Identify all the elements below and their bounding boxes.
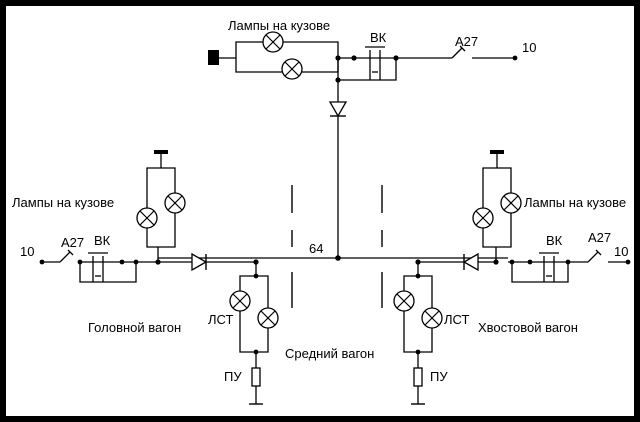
label-tail-car: Хвостовой вагон (478, 320, 578, 335)
left-circuit (39, 150, 279, 405)
top-lamp-1-icon (262, 31, 284, 53)
right-lamp-1-icon (472, 207, 494, 229)
top-ground-symbol (208, 50, 219, 65)
label-a27-top: А27 (455, 34, 478, 49)
right-lst-lamp-1-icon (393, 290, 415, 312)
label-a27-left: А27 (61, 235, 84, 250)
label-head-car: Головной вагон (88, 320, 181, 335)
label-a27-right: А27 (588, 230, 611, 245)
label-vk-right: ВК (546, 233, 563, 248)
label-vk-top: ВК (370, 30, 387, 45)
left-diode-icon (191, 252, 208, 272)
label-lamps-body-top: Лампы на кузове (228, 18, 330, 33)
left-ground-cap (154, 150, 168, 154)
diagram-canvas: Лампы на кузове ВК А27 10 Лампы на кузов… (6, 6, 634, 416)
right-circuit (393, 150, 631, 405)
label-wire-10-right: 10 (614, 244, 628, 259)
circuit-diagram: Лампы на кузове ВК А27 10 Лампы на кузов… (12, 18, 631, 405)
label-vk-left: ВК (94, 233, 111, 248)
left-pu-resistor-icon (251, 367, 261, 387)
label-lamps-body-right: Лампы на кузове (524, 195, 626, 210)
label-lst-right: ЛСТ (444, 312, 469, 327)
top-diode-icon (328, 101, 348, 118)
top-circuit (208, 31, 518, 258)
right-ground-cap (490, 150, 504, 154)
label-bus-64: 64 (309, 241, 323, 256)
top-lamp-2-icon (281, 58, 303, 80)
right-lamp-2-icon (500, 192, 522, 214)
label-wire-10-left: 10 (20, 244, 34, 259)
label-pu-left: ПУ (224, 369, 242, 384)
car-separators (291, 185, 383, 308)
label-wire-10-top: 10 (522, 40, 536, 55)
right-diode-icon (462, 252, 479, 272)
label-middle-car: Средний вагон (285, 346, 374, 361)
left-lamp-2-icon (164, 192, 186, 214)
right-pu-resistor-icon (413, 367, 423, 387)
label-pu-right: ПУ (430, 369, 448, 384)
left-lst-lamp-2-icon (257, 307, 279, 329)
right-lst-lamp-2-icon (421, 307, 443, 329)
label-lst-left: ЛСТ (208, 312, 233, 327)
main-bus (158, 255, 508, 261)
left-lamp-1-icon (136, 207, 158, 229)
label-lamps-body-left: Лампы на кузове (12, 195, 114, 210)
left-lst-lamp-1-icon (229, 290, 251, 312)
